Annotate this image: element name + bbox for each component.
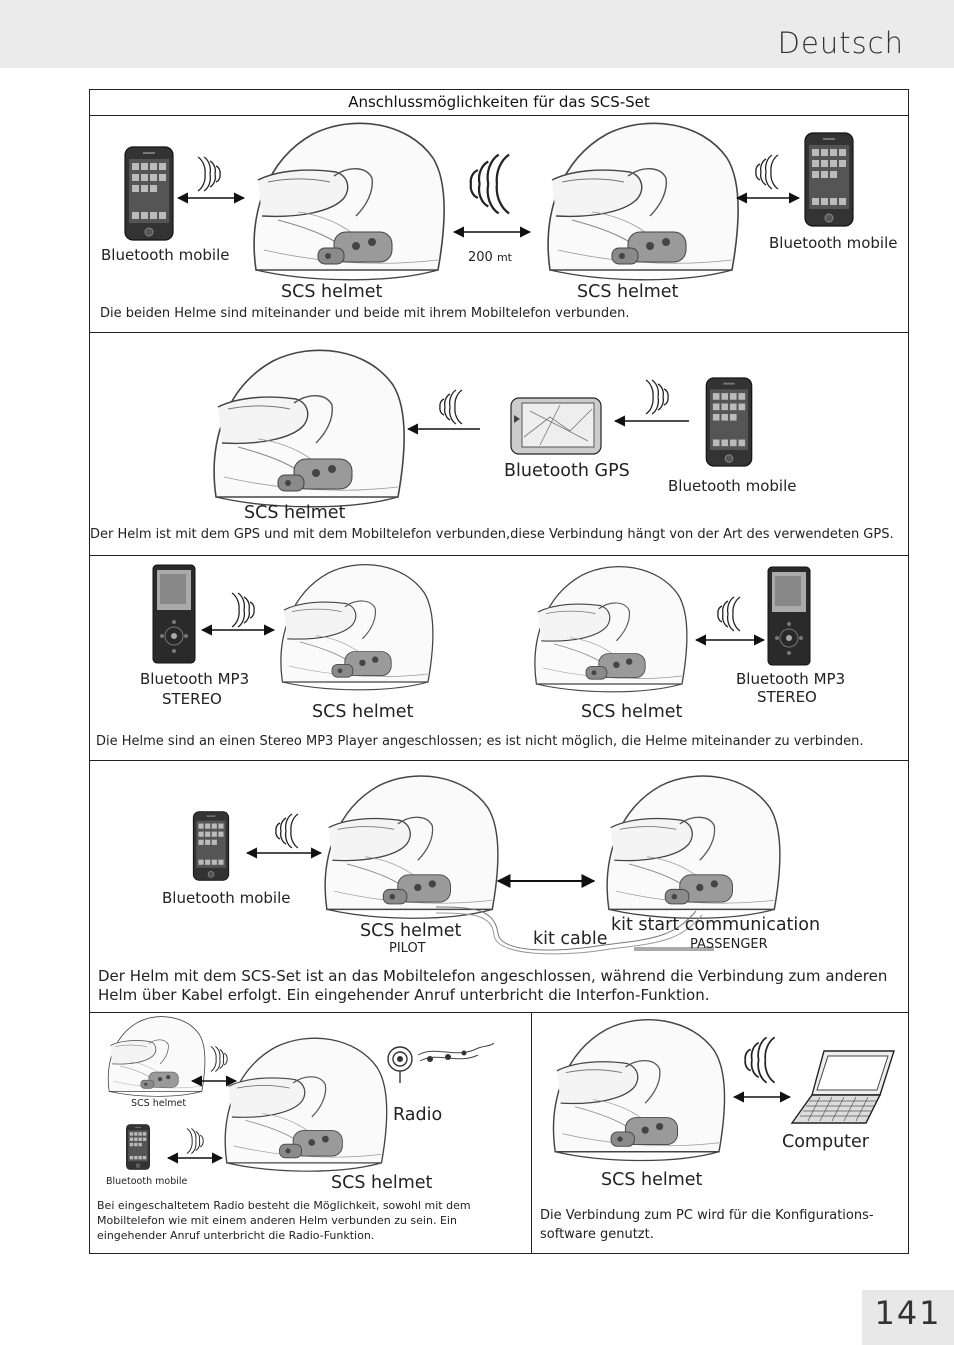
gps-label: Bluetooth GPS bbox=[504, 461, 630, 481]
bluetooth-waves-icon bbox=[714, 596, 744, 632]
distance-number: 200 bbox=[468, 250, 493, 265]
diagram-frame: Anschlussmöglichkeiten für das SCS-Set B… bbox=[89, 89, 909, 1254]
section-radio-computer: SCS helmet Bluetooth mobile Radio SCS he… bbox=[90, 1013, 908, 1253]
phone-image bbox=[804, 132, 854, 227]
double-arrow bbox=[732, 1091, 792, 1103]
helmet-image bbox=[530, 564, 690, 696]
helmet-label-right: SCS helmet bbox=[581, 702, 683, 722]
radio-icon bbox=[387, 1042, 495, 1083]
kit-start-label: kit start communication bbox=[611, 915, 821, 935]
double-arrow bbox=[694, 634, 766, 646]
section-caption: Die beiden Helme sind miteinander und be… bbox=[100, 306, 630, 321]
section-caption: Die Verbindung zum PC wird für die Konfi… bbox=[540, 1208, 874, 1242]
distance-unit: mt bbox=[496, 251, 512, 264]
small-helmet-label: SCS helmet bbox=[131, 1098, 187, 1109]
section-caption: Der Helm mit dem SCS-Set ist an das Mobi… bbox=[98, 967, 888, 1004]
helmet-label: SCS helmet bbox=[244, 503, 346, 523]
laptop-image bbox=[790, 1050, 895, 1124]
page-number-box bbox=[862, 1290, 954, 1345]
helmet-image bbox=[220, 1033, 390, 1178]
section-gps: Bluetooth GPS Bluetooth mobile SCS helme… bbox=[90, 333, 908, 556]
double-arrow bbox=[176, 192, 246, 204]
helmet-image bbox=[318, 773, 503, 923]
helmet-label-right: SCS helmet bbox=[577, 282, 679, 302]
vertical-divider bbox=[531, 1013, 532, 1253]
mobile-label: Bluetooth mobile bbox=[162, 889, 291, 907]
section-two-helmets: Bluetooth mobile Bluetooth mobile 200 mt… bbox=[90, 116, 908, 333]
section-mp3: Bluetooth MP3 STEREO Bluetooth MP3 STERE… bbox=[90, 556, 908, 761]
distance-label: 200 mt bbox=[468, 250, 512, 265]
page-number: 141 bbox=[874, 1294, 942, 1332]
double-arrow bbox=[735, 192, 801, 204]
phone-image bbox=[124, 146, 174, 241]
frame-title: Anschlussmöglichkeiten für das SCS-Set bbox=[90, 90, 908, 116]
helmet-image bbox=[600, 773, 785, 923]
bluetooth-waves-icon bbox=[642, 379, 672, 415]
helmet-label: SCS helmet bbox=[331, 1173, 433, 1193]
mp3-player-image bbox=[152, 564, 196, 664]
section-cable: Bluetooth mobile SCS helmet PILOT kit ca… bbox=[90, 761, 908, 1013]
bluetooth-waves-icon bbox=[752, 154, 782, 190]
double-arrow bbox=[245, 847, 323, 859]
pilot-label: PILOT bbox=[389, 941, 426, 956]
passenger-label: PASSENGER bbox=[690, 937, 768, 952]
phone-image bbox=[704, 377, 754, 467]
kit-cable-label: kit cable bbox=[533, 929, 608, 949]
mp3-player-image bbox=[767, 566, 811, 666]
helmet-image bbox=[542, 120, 742, 285]
mobile-label: Bluetooth mobile bbox=[668, 477, 797, 495]
section-caption: Die Helme sind an einen Stereo MP3 Playe… bbox=[96, 734, 864, 749]
computer-label: Computer bbox=[782, 1132, 869, 1152]
right-device-label: Bluetooth mobile bbox=[769, 234, 898, 252]
double-arrow bbox=[166, 1152, 224, 1164]
left-mp3-label-line2: STEREO bbox=[162, 690, 222, 708]
helmet-label: SCS helmet bbox=[601, 1170, 703, 1190]
language-label: Deutsch bbox=[777, 26, 904, 60]
cable-line bbox=[435, 906, 714, 955]
helmet-image bbox=[548, 1015, 728, 1167]
helmet-image bbox=[276, 562, 436, 694]
section-caption: Der Helm ist mit dem GPS und mit dem Mob… bbox=[90, 527, 894, 542]
bluetooth-waves-icon bbox=[194, 156, 224, 192]
section-caption: Bei eingeschaltetem Radio besteht die Mö… bbox=[97, 1199, 471, 1242]
radio-label: Radio bbox=[393, 1105, 443, 1125]
helmet-image bbox=[208, 347, 408, 512]
double-arrow bbox=[200, 624, 276, 636]
bluetooth-waves-icon bbox=[740, 1033, 780, 1087]
bluetooth-waves-icon bbox=[464, 146, 516, 222]
right-mp3-label-line2: STEREO bbox=[757, 688, 817, 706]
double-arrow bbox=[452, 226, 532, 238]
header-band bbox=[0, 0, 954, 68]
gps-device-image bbox=[510, 397, 602, 455]
small-mobile-label: Bluetooth mobile bbox=[106, 1176, 188, 1187]
bluetooth-waves-icon bbox=[272, 813, 302, 849]
helmet-image bbox=[248, 120, 448, 285]
left-mp3-label-line1: Bluetooth MP3 bbox=[140, 670, 250, 688]
helmet-label: SCS helmet bbox=[360, 921, 462, 941]
arrow-left bbox=[613, 415, 689, 427]
small-phone-image bbox=[124, 1124, 152, 1170]
double-arrow bbox=[496, 874, 596, 888]
right-mp3-label-line1: Bluetooth MP3 bbox=[736, 670, 846, 688]
bluetooth-waves-icon bbox=[436, 389, 466, 425]
helmet-label-left: SCS helmet bbox=[312, 702, 414, 722]
left-device-label: Bluetooth mobile bbox=[101, 246, 230, 264]
helmet-label-left: SCS helmet bbox=[281, 282, 383, 302]
double-arrow bbox=[190, 1075, 238, 1087]
phone-image bbox=[190, 811, 232, 881]
arrow-left bbox=[406, 423, 480, 435]
